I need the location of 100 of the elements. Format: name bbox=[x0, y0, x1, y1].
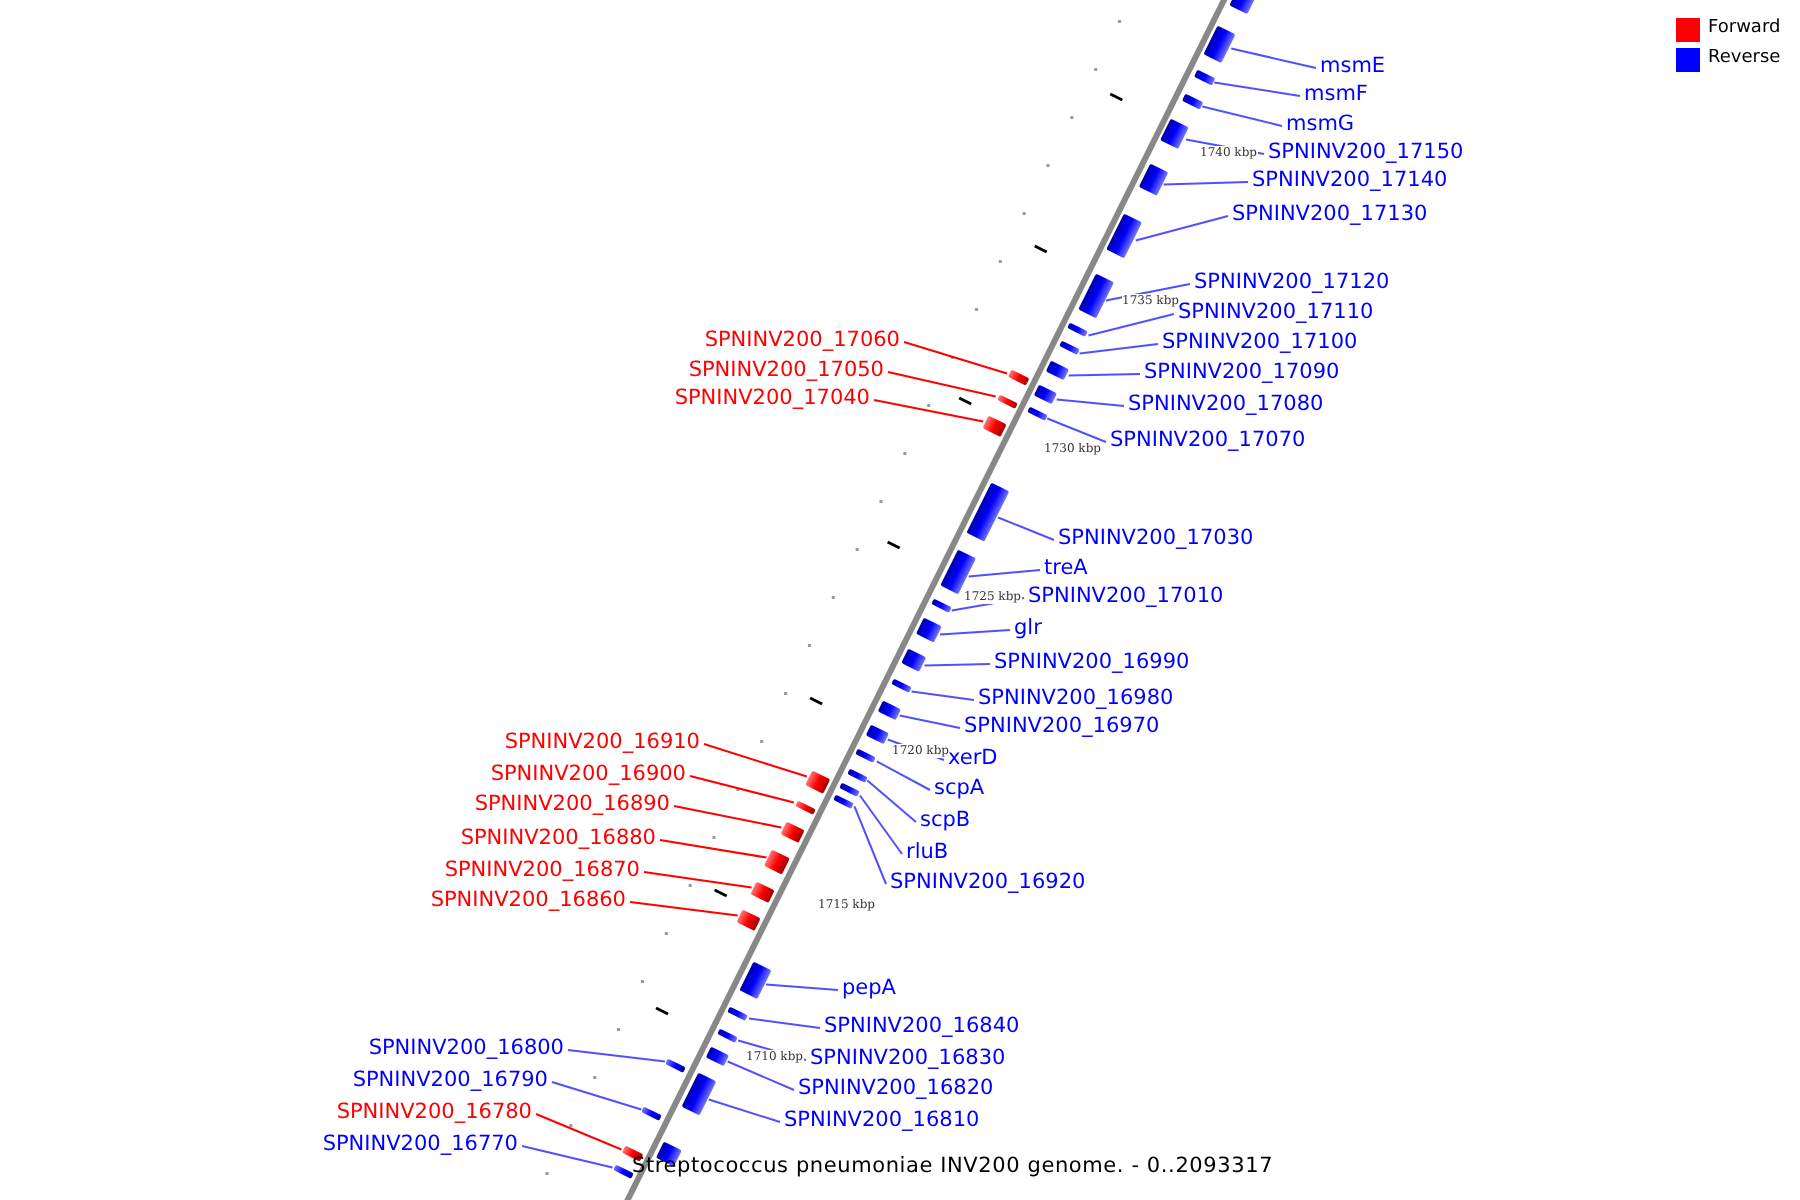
gene-label: SPNINV200_17110 bbox=[1178, 300, 1374, 326]
gene-block bbox=[846, 767, 868, 783]
leader-line bbox=[1134, 215, 1229, 242]
gene-label: SPNINV200_16860 bbox=[430, 888, 626, 914]
gene-label: SPNINV200_17120 bbox=[1194, 270, 1390, 296]
leader-line bbox=[1067, 373, 1141, 377]
legend-label: Reverse bbox=[1708, 48, 1781, 68]
gene-label: SPNINV200_17150 bbox=[1268, 140, 1464, 166]
gene-label: msmG bbox=[1286, 112, 1355, 138]
gene-label: SPNINV200_16840 bbox=[824, 1014, 1020, 1040]
gene-block bbox=[805, 770, 830, 794]
gene-block bbox=[995, 394, 1017, 410]
leader-line bbox=[659, 839, 768, 859]
leader-line bbox=[1230, 47, 1317, 69]
leader-line bbox=[967, 569, 1041, 578]
gene-block bbox=[1046, 360, 1070, 380]
gene-block bbox=[916, 616, 943, 642]
leader-line bbox=[1055, 398, 1125, 407]
gene-block bbox=[1034, 384, 1058, 404]
gene-block bbox=[838, 782, 860, 798]
leader-line bbox=[853, 805, 887, 885]
leader-line bbox=[866, 779, 917, 823]
leader-line bbox=[898, 714, 961, 729]
gene-block bbox=[727, 1005, 749, 1021]
gene-label: SPNINV200_17080 bbox=[1128, 392, 1324, 418]
gene-block bbox=[794, 800, 816, 816]
leader-line bbox=[629, 901, 739, 917]
gene-label: SPNINV200_16800 bbox=[368, 1036, 564, 1062]
gene-block bbox=[612, 1165, 634, 1181]
gene-block bbox=[736, 910, 761, 932]
leader-line bbox=[887, 371, 997, 398]
gene-block bbox=[877, 700, 901, 720]
gene-label: SPNINV200_16810 bbox=[784, 1108, 980, 1134]
gene-label: msmF bbox=[1304, 82, 1368, 108]
gene-block bbox=[716, 1027, 738, 1043]
leader-line bbox=[873, 399, 985, 423]
gene-block bbox=[1006, 370, 1029, 388]
gene-block bbox=[1180, 92, 1203, 110]
gene-block bbox=[865, 724, 889, 744]
leader-line bbox=[726, 1060, 795, 1091]
leader-line bbox=[1213, 81, 1301, 97]
leader-line bbox=[535, 1113, 623, 1151]
gene-label: SPNINV200_16820 bbox=[798, 1076, 994, 1102]
gene-label: SPNINV200_16990 bbox=[994, 650, 1190, 676]
leader-line bbox=[673, 805, 783, 829]
leader-line bbox=[521, 1145, 614, 1169]
gene-label: SPNINV200_16770 bbox=[322, 1132, 518, 1158]
leader-line bbox=[858, 794, 903, 855]
gene-label: xerD bbox=[948, 746, 998, 772]
leader-line bbox=[1087, 313, 1175, 337]
gene-label: SPNINV200_17040 bbox=[674, 386, 870, 412]
leader-line bbox=[689, 775, 795, 804]
gene-label: SPNINV200_17030 bbox=[1058, 526, 1254, 552]
gene-block bbox=[750, 882, 775, 904]
gene-label: SPNINV200_16970 bbox=[964, 714, 1160, 740]
leader-line bbox=[903, 341, 1009, 375]
leader-line bbox=[1201, 105, 1283, 127]
gene-label: scpA bbox=[934, 776, 985, 802]
gene-label: SPNINV200_16890 bbox=[474, 792, 670, 818]
leader-line bbox=[703, 743, 808, 778]
gene-block bbox=[764, 850, 791, 876]
leader-line bbox=[765, 983, 839, 991]
gene-block bbox=[705, 1046, 729, 1066]
leader-line bbox=[1162, 181, 1249, 186]
gene-label: SPNINV200_16910 bbox=[504, 730, 700, 756]
gene-label: SPNINV200_17010 bbox=[1028, 584, 1224, 610]
leader-line bbox=[707, 1098, 781, 1123]
gene-block bbox=[641, 1107, 663, 1123]
gene-label: SPNINV200_17130 bbox=[1232, 202, 1428, 228]
gene-label: SPNINV200_17050 bbox=[688, 358, 884, 384]
gene-label: SPNINV200_16980 bbox=[978, 686, 1174, 712]
gene-block bbox=[1067, 322, 1089, 338]
gene-block bbox=[1058, 340, 1080, 356]
gene-label: SPNINV200_17140 bbox=[1252, 168, 1448, 194]
gene-block bbox=[680, 1072, 716, 1116]
gene-block bbox=[982, 416, 1006, 438]
gene-label: SPNINV200_17100 bbox=[1162, 330, 1358, 356]
leader-line bbox=[567, 1049, 667, 1063]
gene-label: SPNINV200_16880 bbox=[460, 826, 656, 852]
gene-block bbox=[833, 793, 855, 809]
gene-label: SPNINV200_16790 bbox=[352, 1068, 548, 1094]
gene-block bbox=[855, 748, 877, 764]
leader-line bbox=[643, 871, 753, 889]
gene-label: SPNINV200_16870 bbox=[444, 858, 640, 884]
gene-label: SPNINV200_17060 bbox=[704, 328, 900, 354]
gene-block bbox=[1160, 118, 1190, 150]
gene-label: SPNINV200_16830 bbox=[810, 1046, 1006, 1072]
gene-label: rluB bbox=[906, 840, 949, 866]
gene-label: SPNINV200_16920 bbox=[890, 870, 1086, 896]
gene-block bbox=[665, 1059, 687, 1075]
gene-label: SPNINV200_17070 bbox=[1110, 428, 1306, 454]
gene-label: glr bbox=[1014, 616, 1042, 642]
gene-label: SPNINV200_17090 bbox=[1144, 360, 1340, 386]
gene-label: treA bbox=[1044, 556, 1088, 582]
gene-block bbox=[890, 678, 912, 694]
legend-label: Forward bbox=[1708, 18, 1781, 38]
leader-line bbox=[748, 1017, 821, 1029]
caption: Streptococcus pneumoniae INV200 genome. - 0..2093317 bbox=[632, 1154, 1274, 1178]
gene-block bbox=[780, 822, 805, 844]
gene-label: msmE bbox=[1320, 54, 1386, 80]
